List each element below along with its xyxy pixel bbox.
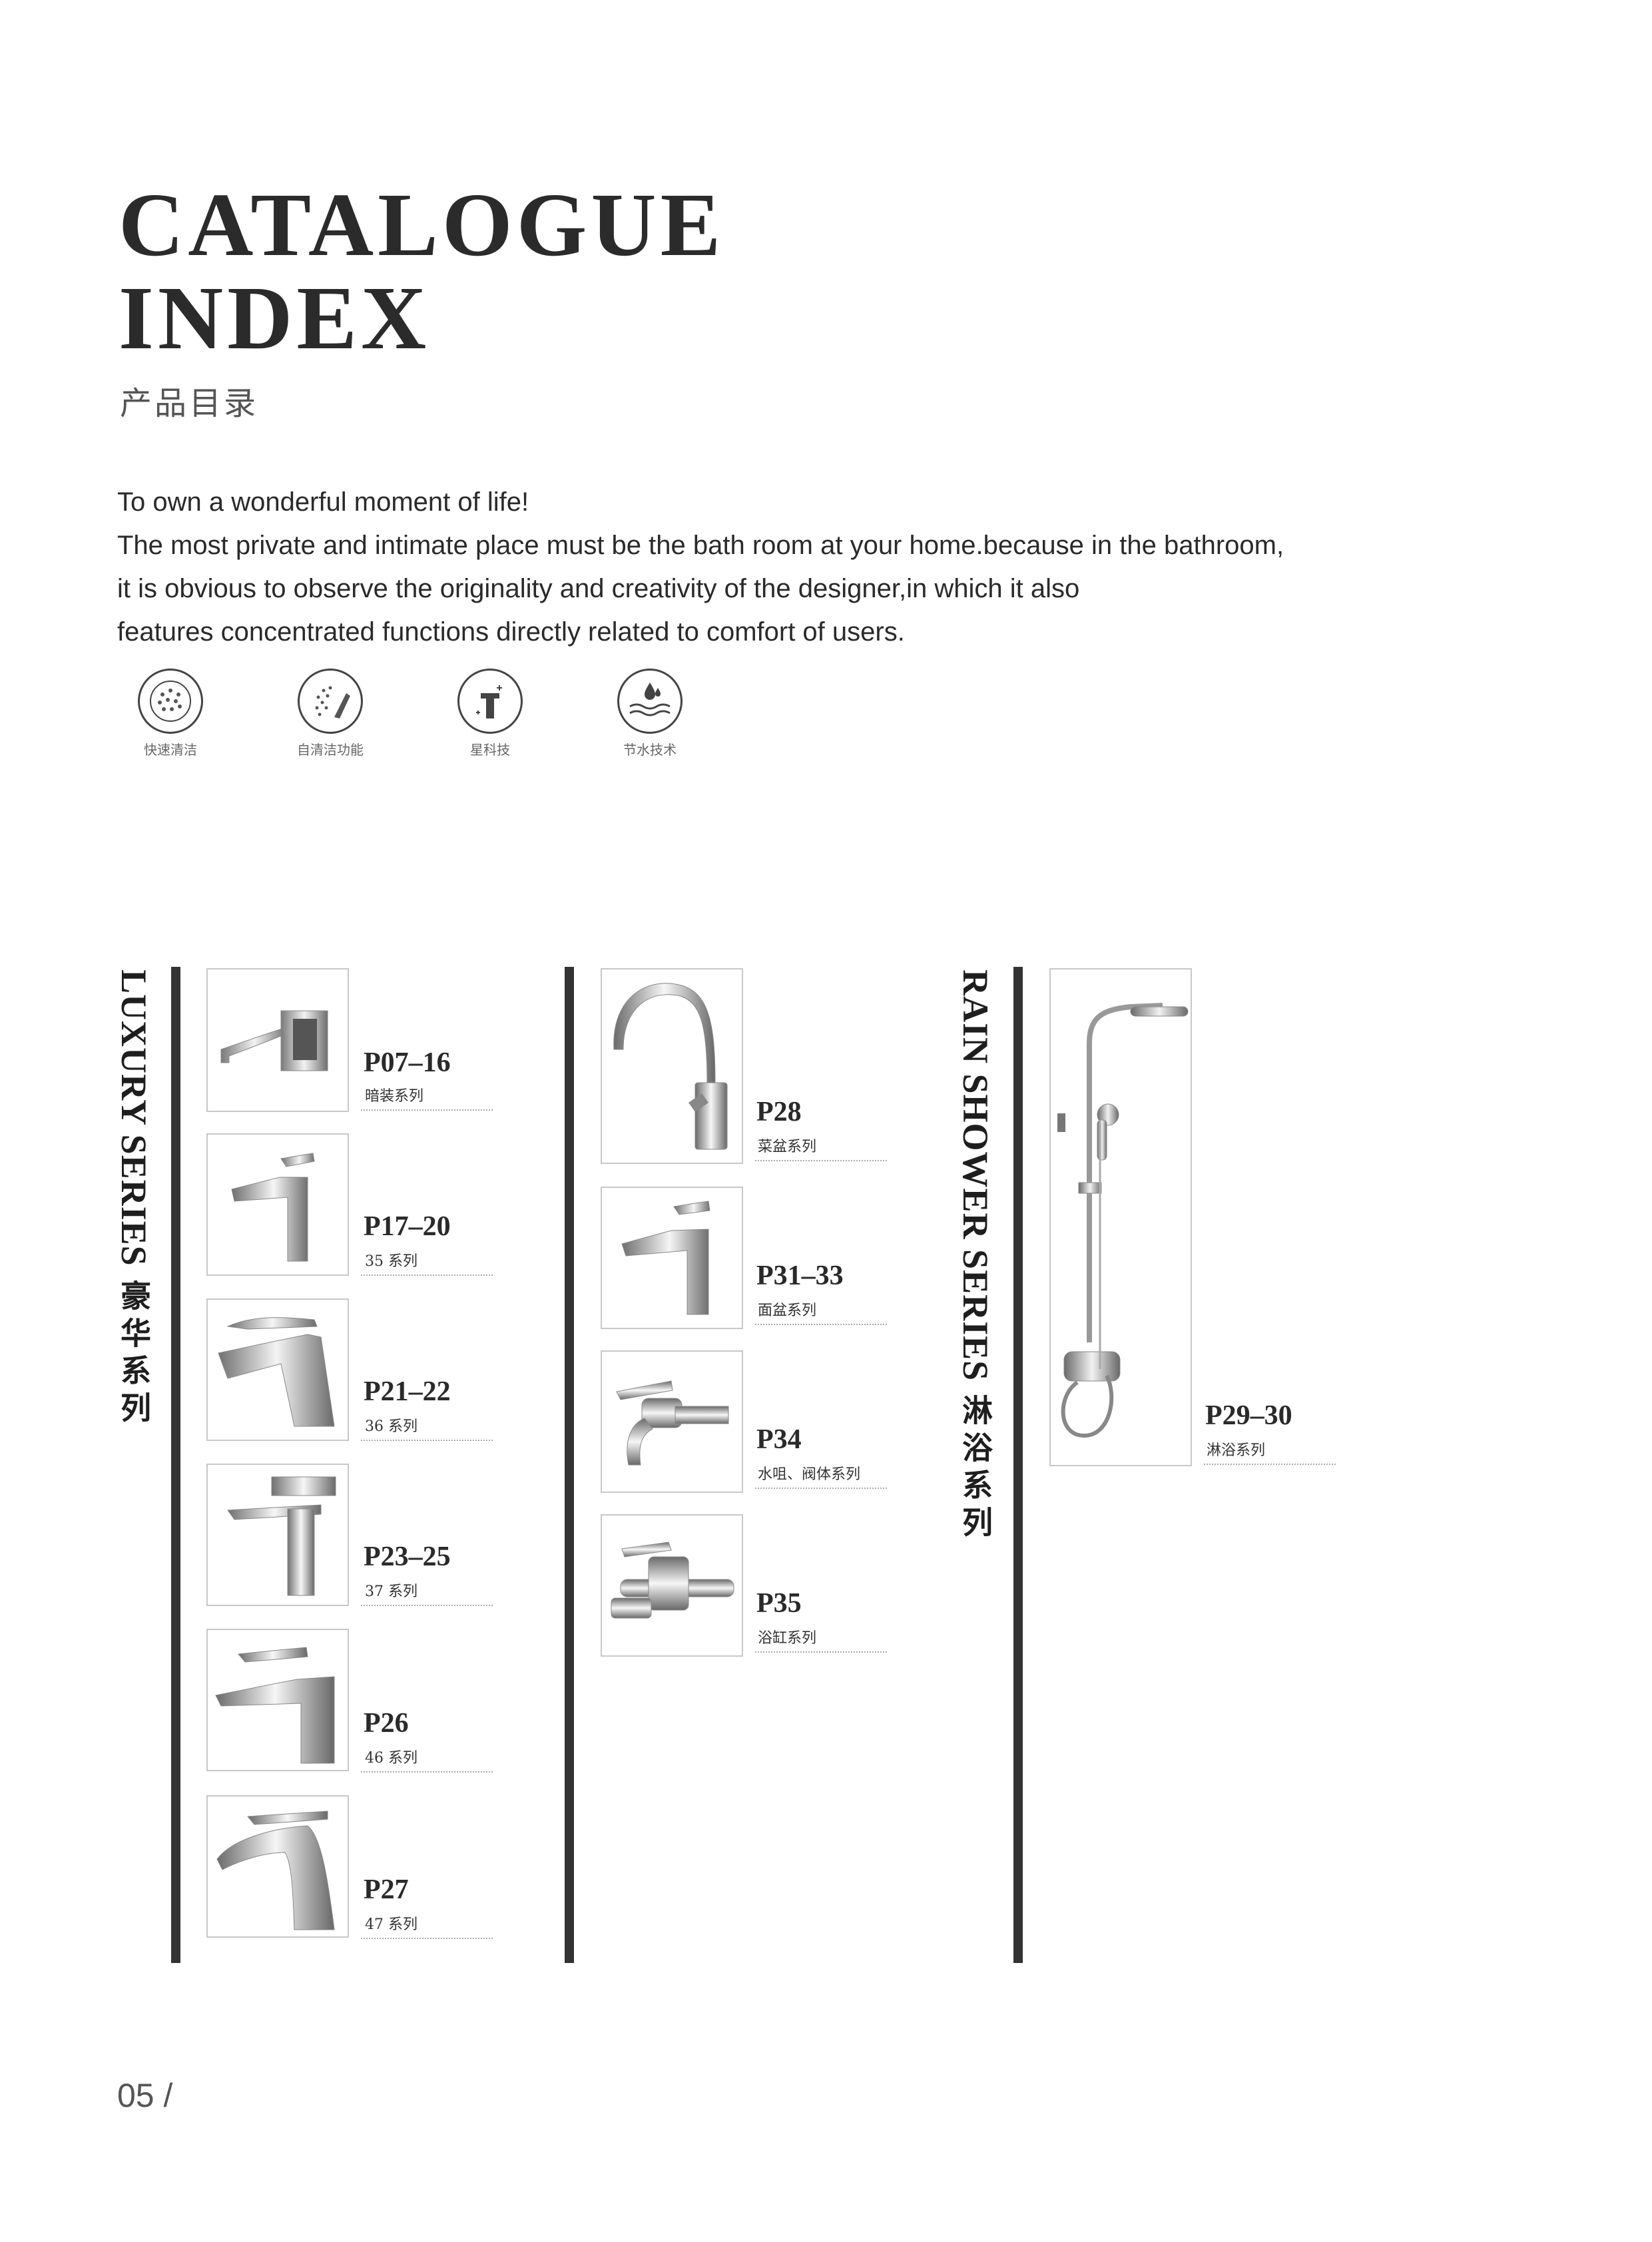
basin-faucet-icon: [621, 1201, 710, 1315]
rain-shower-series-label-en: RAIN SHOWER SERIES: [956, 970, 995, 1382]
middle-series-divider: [565, 967, 574, 1963]
item-divider: [361, 1109, 493, 1111]
product-thumbnail[interactable]: [206, 1133, 349, 1276]
intro-text: To own a wonderful moment of life! The m…: [117, 481, 1382, 654]
basin-faucet-icon: [231, 1153, 315, 1262]
product-thumbnail[interactable]: [206, 1795, 349, 1938]
product-series-name: 淋浴系列: [1207, 1442, 1266, 1459]
product-series-name: 35 系列: [365, 1253, 417, 1270]
bathtub-mixer-icon: [611, 1541, 734, 1619]
product-code[interactable]: P07–16: [364, 1047, 451, 1078]
product-series-name: 47 系列: [365, 1916, 417, 1933]
item-divider: [361, 1605, 493, 1606]
product-thumbnail[interactable]: [1049, 968, 1192, 1466]
concealed-faucet-icon: [220, 1010, 328, 1071]
product-code[interactable]: P26: [364, 1708, 409, 1739]
item-divider: [361, 1938, 493, 1939]
product-thumbnail[interactable]: [601, 1514, 743, 1657]
waterfall-faucet-icon: [218, 1317, 335, 1427]
rain-shower-series-divider: [1013, 967, 1023, 1963]
item-divider: [755, 1488, 887, 1489]
product-series-name: 水咀、阀体系列: [758, 1466, 861, 1483]
water-saving-icon: [617, 669, 683, 734]
product-code[interactable]: P28: [756, 1097, 802, 1127]
rain-shower-set-icon: [1057, 1003, 1189, 1438]
product-series-name: 菜盆系列: [758, 1139, 817, 1155]
curved-faucet-icon: [216, 1811, 335, 1930]
item-divider: [361, 1274, 493, 1276]
feature-label: 节水技术: [623, 742, 677, 758]
luxury-series-divider: [171, 967, 180, 1963]
feature-label: 快速清洁: [144, 742, 197, 758]
quick-clean-icon: [138, 669, 203, 734]
kitchen-faucet-icon: [613, 983, 728, 1150]
basin-faucet-icon: [227, 1476, 336, 1596]
luxury-series-label-cn: 豪华系列: [116, 1279, 152, 1429]
product-code[interactable]: P23–25: [364, 1541, 451, 1572]
page-number: 05 /: [117, 2077, 173, 2114]
item-divider: [755, 1651, 887, 1653]
product-series-name: 46 系列: [365, 1750, 417, 1767]
self-clean-icon: [298, 669, 363, 734]
intro-line: it is obvious to observe the originality…: [117, 574, 1080, 603]
product-code[interactable]: P21–22: [364, 1376, 451, 1407]
catalogue-title: CATALOGUE INDEX: [119, 178, 724, 365]
product-series-name: 浴缸系列: [758, 1630, 817, 1647]
item-divider: [361, 1440, 493, 1441]
product-code[interactable]: P34: [756, 1424, 802, 1455]
subtitle-chinese: 产品目录: [120, 385, 259, 422]
feature-label: 星科技: [470, 742, 510, 758]
product-series-name: 暗装系列: [365, 1088, 424, 1105]
product-code[interactable]: P31–33: [756, 1261, 844, 1291]
item-divider: [755, 1160, 887, 1161]
product-thumbnail[interactable]: [601, 1187, 743, 1329]
product-series-name: 36 系列: [365, 1418, 417, 1435]
product-thumbnail[interactable]: [206, 1629, 349, 1771]
product-code[interactable]: P35: [756, 1588, 802, 1619]
product-thumbnail[interactable]: [601, 1350, 743, 1493]
feature-label: 自清洁功能: [297, 742, 364, 758]
product-code[interactable]: P29–30: [1205, 1400, 1292, 1431]
item-divider: [1204, 1464, 1336, 1465]
wall-tap-icon: [616, 1380, 729, 1466]
luxury-series-label-en: LUXURY SERIES: [114, 970, 154, 1266]
product-code[interactable]: P27: [364, 1874, 409, 1905]
feature-water-saving: 节水技术: [597, 669, 703, 758]
product-code[interactable]: P17–20: [364, 1211, 451, 1242]
intro-line: features concentrated functions directly…: [117, 617, 905, 647]
star-tech-icon: [457, 669, 523, 734]
feature-star-tech: 星科技: [437, 669, 543, 758]
rain-shower-series-label-cn: 淋浴系列: [958, 1394, 993, 1544]
title-line-1: CATALOGUE: [119, 175, 725, 275]
basin-faucet-icon: [215, 1647, 335, 1764]
intro-line: The most private and intimate place must…: [117, 531, 1284, 560]
product-thumbnail[interactable]: [206, 968, 349, 1112]
product-series-name: 37 系列: [365, 1583, 417, 1600]
item-divider: [755, 1324, 887, 1325]
feature-self-clean: 自清洁功能: [277, 669, 384, 758]
luxury-series-label: LUXURY SERIES 豪华系列: [112, 970, 156, 1429]
product-thumbnail[interactable]: [601, 968, 743, 1164]
product-series-name: 面盆系列: [758, 1302, 817, 1319]
feature-quick-clean: 快速清洁: [117, 669, 224, 758]
item-divider: [361, 1771, 493, 1773]
title-line-2: INDEX: [119, 268, 431, 368]
product-thumbnail[interactable]: [206, 1464, 349, 1606]
rain-shower-series-label: RAIN SHOWER SERIES 淋浴系列: [954, 970, 997, 1543]
product-thumbnail[interactable]: [206, 1298, 349, 1441]
intro-line: To own a wonderful moment of life!: [117, 487, 529, 517]
